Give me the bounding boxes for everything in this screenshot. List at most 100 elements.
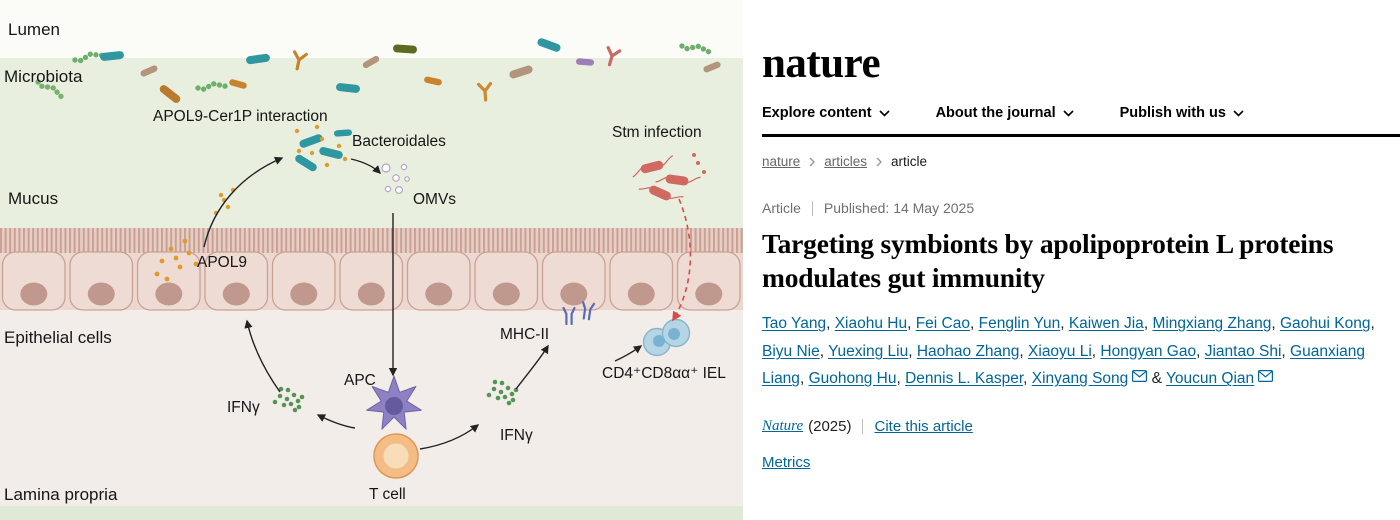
label-apc: APC bbox=[344, 372, 376, 389]
chevron-right-icon bbox=[876, 157, 883, 166]
epithelial-cell-row bbox=[1, 251, 741, 311]
label-ifng-right: IFNγ bbox=[500, 427, 533, 444]
citation-row: Nature (2025) Cite this article bbox=[762, 418, 1400, 435]
author-link[interactable]: Xiaoyu Li bbox=[1028, 342, 1092, 360]
label-apol9: APOL9 bbox=[197, 254, 247, 271]
header-rule bbox=[762, 134, 1400, 137]
author-link[interactable]: Hongyan Gao bbox=[1100, 342, 1197, 360]
author-separator: & bbox=[1147, 370, 1166, 388]
email-icon[interactable] bbox=[1132, 370, 1148, 383]
author: Mingxiang Zhang, bbox=[1152, 315, 1280, 332]
label-iel: CD4⁺CD8αα⁺ IEL bbox=[602, 365, 726, 382]
figure-arrows bbox=[203, 156, 692, 450]
breadcrumb-articles[interactable]: articles bbox=[824, 154, 868, 169]
nav-about-the-journal[interactable]: About the journal bbox=[936, 105, 1074, 121]
author-link[interactable]: Tao Yang bbox=[762, 315, 827, 333]
label-epithelial-cells: Epithelial cells bbox=[4, 328, 112, 347]
author-separator: , bbox=[799, 370, 809, 388]
author: Gaohui Kong, bbox=[1280, 315, 1375, 332]
author: Fei Cao, bbox=[916, 315, 979, 332]
cite-link[interactable]: Cite this article bbox=[874, 417, 973, 435]
article-title: Targeting symbionts by apolipoprotein L … bbox=[762, 228, 1334, 294]
author-separator: , bbox=[1281, 342, 1291, 360]
author: Guohong Hu, bbox=[809, 370, 906, 387]
author-link[interactable]: Fei Cao bbox=[915, 315, 970, 333]
label-ifng-left: IFNγ bbox=[227, 399, 260, 416]
author: Xinyang Song & bbox=[1032, 370, 1166, 387]
author-separator: , bbox=[819, 342, 829, 360]
author-separator: , bbox=[1370, 315, 1375, 333]
author: Dennis L. Kasper, bbox=[905, 370, 1032, 387]
author-link[interactable]: Xinyang Song bbox=[1031, 370, 1129, 388]
label-t-cell: T cell bbox=[369, 486, 406, 503]
published-date: 14 May 2025 bbox=[893, 200, 975, 216]
author-link[interactable]: Guohong Hu bbox=[808, 370, 897, 388]
author-separator: , bbox=[1091, 342, 1101, 360]
author: Tao Yang, bbox=[762, 315, 835, 332]
author: Haohao Zhang, bbox=[917, 343, 1028, 360]
apol9-dots bbox=[154, 187, 236, 282]
article-figure: Lumen Microbiota Mucus Epithelial cells … bbox=[0, 20, 743, 520]
author: Fenglin Yun, bbox=[979, 315, 1069, 332]
omv-vesicles bbox=[381, 163, 410, 195]
author-link[interactable]: Dennis L. Kasper bbox=[905, 370, 1024, 388]
article-meta: Article Published: 14 May 2025 bbox=[762, 200, 1400, 216]
journal-year: (2025) bbox=[808, 417, 852, 435]
author-link[interactable]: Fenglin Yun bbox=[978, 315, 1061, 333]
journal-page: nature Explore content About the journal… bbox=[743, 0, 1400, 520]
label-lumen: Lumen bbox=[8, 20, 60, 39]
author-separator: , bbox=[1019, 342, 1029, 360]
author-separator: , bbox=[1196, 342, 1205, 360]
nav-explore-content[interactable]: Explore content bbox=[762, 105, 890, 121]
author-separator: , bbox=[826, 315, 835, 333]
author-list: Tao Yang, Xiaohu Hu, Fei Cao, Fenglin Yu… bbox=[762, 310, 1400, 393]
author-link[interactable]: Youcun Qian bbox=[1165, 370, 1255, 388]
t-cell bbox=[373, 433, 419, 479]
brush-border bbox=[0, 228, 743, 253]
bacteroidales-cluster bbox=[293, 124, 353, 173]
iel-cells bbox=[642, 318, 691, 357]
published-label: Published: bbox=[823, 200, 890, 216]
author: Xiaoyu Li, bbox=[1028, 343, 1100, 360]
label-apol9-cer1p: APOL9-Cer1P interaction bbox=[153, 108, 328, 125]
meta-divider bbox=[811, 200, 813, 216]
label-mhc2: MHC-II bbox=[500, 326, 550, 343]
journal-link[interactable]: Nature bbox=[762, 417, 804, 434]
citation-divider bbox=[862, 418, 864, 434]
author-link[interactable]: Mingxiang Zhang bbox=[1152, 315, 1272, 333]
breadcrumb: nature articles article bbox=[762, 154, 1400, 169]
chevron-right-icon bbox=[809, 157, 816, 166]
author-link[interactable]: Haohao Zhang bbox=[916, 342, 1020, 360]
author-link[interactable]: Jiantao Shi bbox=[1204, 342, 1282, 360]
nature-logo[interactable]: nature bbox=[762, 40, 881, 87]
label-omvs: OMVs bbox=[413, 191, 457, 208]
email-icon[interactable] bbox=[1258, 370, 1274, 383]
nav-publish-with-us[interactable]: Publish with us bbox=[1120, 105, 1244, 121]
chevron-down-icon bbox=[1233, 109, 1244, 117]
author-separator: , bbox=[1023, 370, 1032, 388]
author: Youcun Qian bbox=[1165, 370, 1274, 388]
author: Hongyan Gao, bbox=[1100, 343, 1204, 360]
author-link[interactable]: Gaohui Kong bbox=[1279, 315, 1371, 333]
author: Guanxiang Liang, bbox=[762, 343, 1365, 388]
author: Yuexing Liu, bbox=[828, 343, 917, 360]
author: Biyu Nie, bbox=[762, 343, 828, 360]
author-link[interactable]: Kaiwen Jia bbox=[1068, 315, 1144, 333]
figure-art bbox=[0, 37, 743, 520]
label-mucus: Mucus bbox=[8, 189, 59, 208]
author: Xiaohu Hu, bbox=[835, 315, 916, 332]
nav-label: About the journal bbox=[935, 105, 1056, 121]
label-lamina-propria: Lamina propria bbox=[4, 485, 118, 504]
author-link[interactable]: Yuexing Liu bbox=[828, 342, 909, 360]
label-bacteroidales: Bacteroidales bbox=[352, 133, 446, 150]
author-separator: , bbox=[907, 315, 916, 333]
author-link[interactable]: Xiaohu Hu bbox=[834, 315, 908, 333]
breadcrumb-nature[interactable]: nature bbox=[762, 154, 801, 169]
apc-cell bbox=[366, 375, 422, 430]
author-link[interactable]: Biyu Nie bbox=[762, 342, 820, 360]
author-separator: , bbox=[970, 315, 979, 333]
author-separator: , bbox=[1143, 315, 1153, 333]
metrics-link[interactable]: Metrics bbox=[762, 453, 811, 471]
author-link[interactable]: Guanxiang Liang bbox=[762, 342, 1366, 388]
author: Jiantao Shi, bbox=[1205, 343, 1290, 360]
